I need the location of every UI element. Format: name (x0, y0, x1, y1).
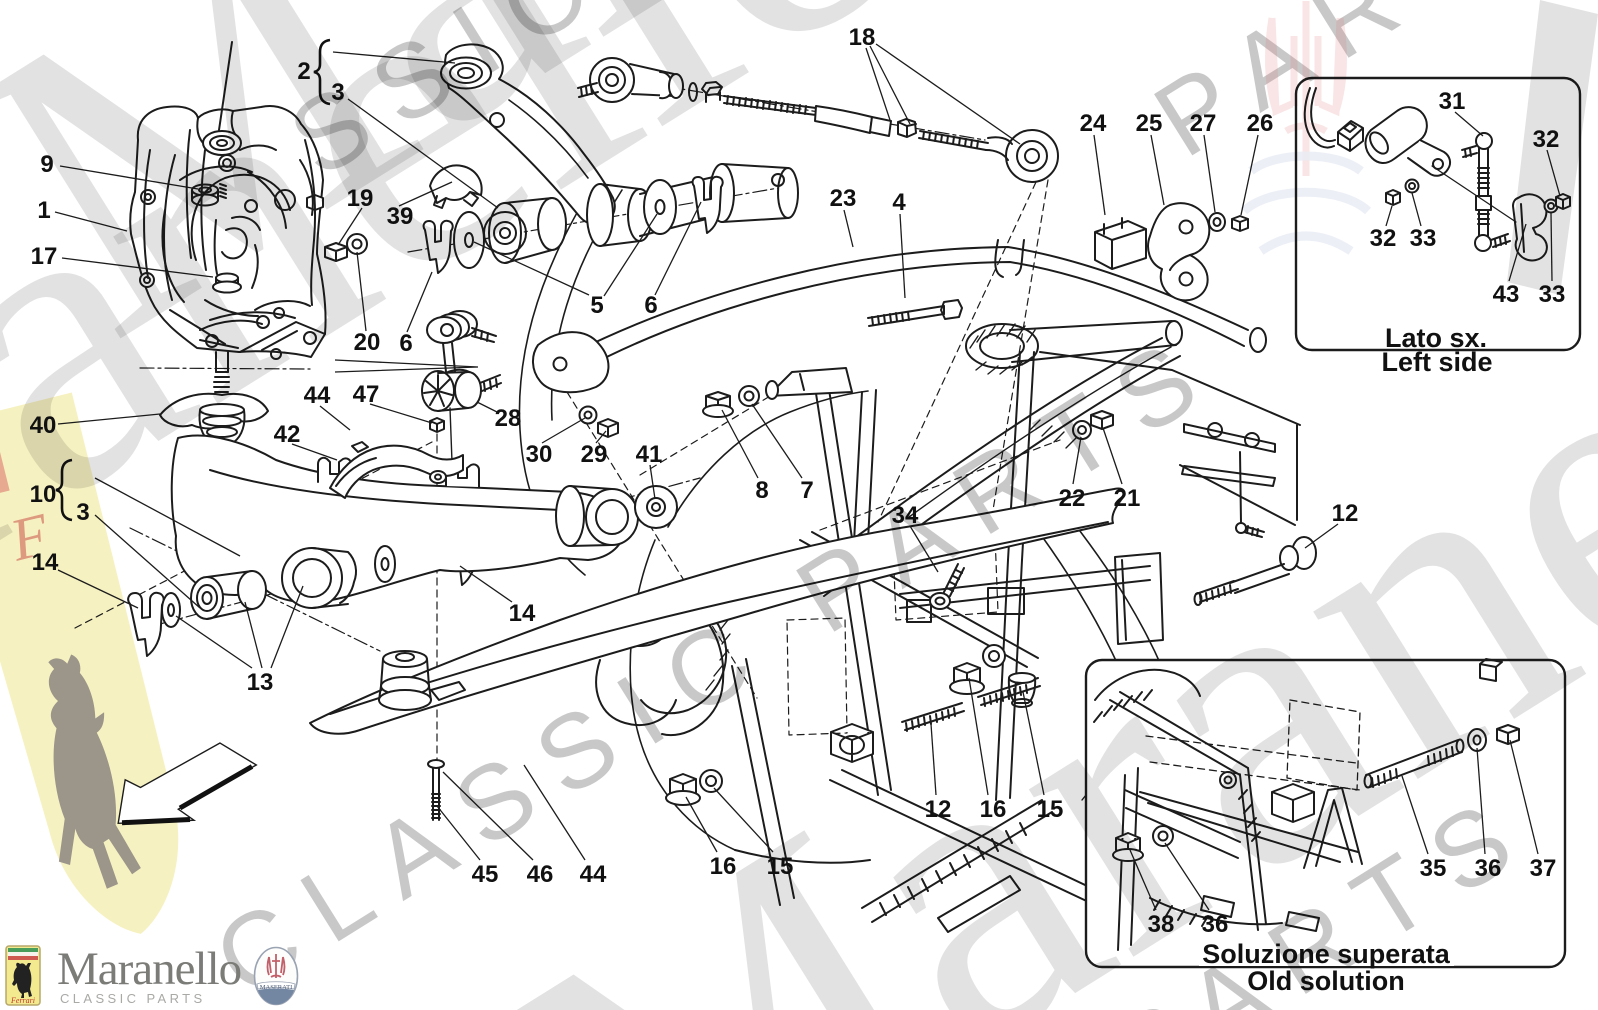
svg-text:CLASSIC PARTS: CLASSIC PARTS (60, 991, 206, 1006)
svg-text:8: 8 (755, 477, 768, 504)
svg-text:MASERATI: MASERATI (260, 984, 293, 991)
svg-text:24: 24 (1080, 110, 1107, 137)
svg-text:45: 45 (472, 861, 499, 888)
svg-text:14: 14 (32, 549, 59, 576)
svg-text:44: 44 (580, 861, 607, 888)
svg-text:22: 22 (1059, 485, 1086, 512)
svg-text:5: 5 (590, 292, 603, 319)
svg-text:29: 29 (581, 441, 608, 468)
svg-text:38: 38 (1148, 911, 1175, 938)
svg-text:Old solution: Old solution (1247, 966, 1404, 996)
svg-text:44: 44 (304, 382, 331, 409)
svg-text:25: 25 (1136, 110, 1163, 137)
svg-text:42: 42 (274, 421, 301, 448)
svg-text:Lato sx.: Lato sx. (1385, 323, 1487, 353)
svg-text:14: 14 (509, 600, 536, 627)
svg-text:43: 43 (1493, 281, 1520, 308)
svg-text:1: 1 (37, 197, 50, 224)
svg-text:27: 27 (1190, 110, 1217, 137)
svg-text:20: 20 (354, 329, 381, 356)
svg-text:21: 21 (1114, 485, 1141, 512)
svg-text:6: 6 (399, 330, 412, 357)
svg-text:12: 12 (1332, 500, 1359, 527)
svg-text:30: 30 (526, 441, 553, 468)
svg-text:31: 31 (1439, 88, 1466, 115)
svg-text:16: 16 (710, 853, 737, 880)
svg-text:Left side: Left side (1381, 347, 1492, 377)
svg-text:17: 17 (31, 243, 58, 270)
svg-text:9: 9 (40, 151, 53, 178)
svg-text:2: 2 (297, 58, 310, 85)
svg-text:10: 10 (30, 481, 57, 508)
svg-text:19: 19 (347, 185, 374, 212)
svg-text:39: 39 (387, 203, 414, 230)
svg-text:41: 41 (636, 441, 663, 468)
svg-text:37: 37 (1530, 855, 1557, 882)
svg-text:26: 26 (1247, 110, 1274, 137)
svg-text:16: 16 (980, 796, 1007, 823)
svg-text:Soluzione superata: Soluzione superata (1202, 939, 1451, 969)
svg-text:Ferrari: Ferrari (10, 996, 35, 1005)
svg-text:3: 3 (76, 499, 89, 526)
svg-text:3: 3 (331, 79, 344, 106)
svg-text:28: 28 (495, 405, 522, 432)
svg-text:36: 36 (1475, 855, 1502, 882)
svg-text:Maranello: Maranello (57, 943, 241, 995)
svg-text:23: 23 (830, 185, 857, 212)
svg-text:47: 47 (353, 381, 380, 408)
svg-text:13: 13 (247, 669, 274, 696)
svg-text:32: 32 (1370, 225, 1397, 252)
svg-text:4: 4 (892, 189, 906, 216)
svg-text:12: 12 (925, 796, 952, 823)
svg-text:34: 34 (892, 502, 919, 529)
svg-text:36: 36 (1202, 911, 1229, 938)
svg-text:15: 15 (767, 853, 794, 880)
svg-text:7: 7 (800, 477, 813, 504)
svg-text:15: 15 (1037, 796, 1064, 823)
svg-text:33: 33 (1410, 225, 1437, 252)
svg-text:35: 35 (1420, 855, 1447, 882)
svg-text:46: 46 (527, 861, 554, 888)
svg-text:40: 40 (30, 412, 57, 439)
svg-text:6: 6 (644, 292, 657, 319)
